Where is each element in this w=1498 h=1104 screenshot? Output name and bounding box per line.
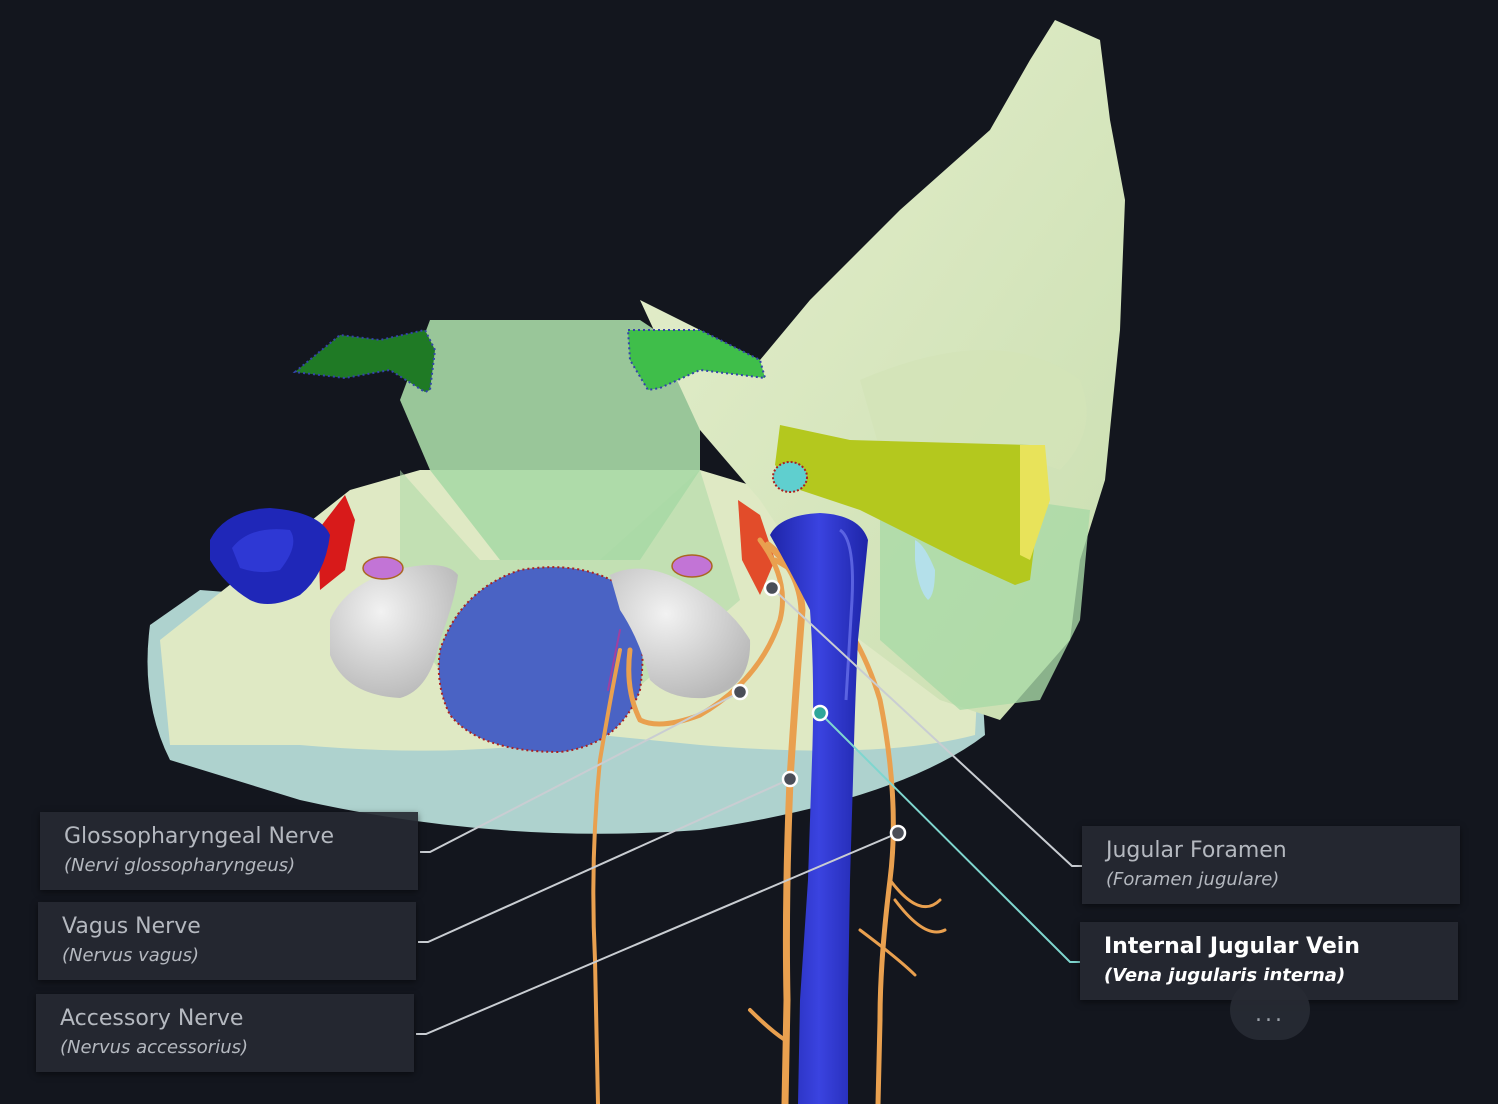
leader-internal-jugular-vein [819,712,1080,963]
label-common-name: Vagus Nerve [62,914,201,939]
label-vagus-nerve[interactable]: Vagus Nerve (Nervus vagus) [38,902,416,980]
label-common-name: Glossopharyngeal Nerve [64,824,335,849]
anchor-accessory [889,824,907,842]
anchor-vagus [781,770,799,788]
leader-vagus [418,778,791,943]
leader-jugular-foramen [771,587,1082,867]
left-condylar-canal [362,556,404,580]
right-hypoglossal-region [626,329,767,392]
label-internal-jugular-vein[interactable]: Internal Jugular Vein (Vena jugularis in… [1080,922,1458,1000]
nerve-branch-5 [607,629,621,691]
leader-anchors [731,579,907,842]
left-hypoglossal-region [292,328,437,394]
basilar-part [400,320,700,560]
temporal-ridge [860,350,1087,470]
right-condylar-canal [671,554,713,578]
leader-glossopharyngeal [420,691,741,853]
foramen-magnum [437,566,644,754]
internal-jugular-vein [770,513,868,1104]
tympanic-edge [1020,445,1050,560]
shading-detail [232,529,294,573]
right-occipital-condyle [610,568,751,699]
label-latin-name: (Nervi glossopharyngeus) [64,855,296,876]
label-jugular-foramen[interactable]: Jugular Foramen (Foramen jugulare) [1082,826,1460,904]
label-common-name: Jugular Foramen [1106,838,1287,863]
label-latin-name: (Foramen jugulare) [1106,869,1280,890]
anchor-glossopharyngeal [731,683,749,701]
left-occipital-condyle [330,565,458,698]
more-options-button[interactable]: ... [1230,980,1310,1040]
stylomastoid-foramen [772,461,808,493]
tympanic-part [775,425,1045,585]
label-glossopharyngeal-nerve[interactable]: Glossopharyngeal Nerve (Nervi glossophar… [40,812,418,890]
nerve-branch-3 [858,928,917,977]
styloid-process [915,540,935,600]
leader-lines [416,587,1082,1035]
label-latin-name: (Nervus vagus) [62,945,200,966]
leader-accessory [416,832,899,1035]
label-common-name: Accessory Nerve [60,1006,244,1031]
right-jugular-notch [738,500,775,595]
petrous-part [880,500,1090,710]
nerve-branch-4 [748,1008,787,1042]
nerve-branch-2 [893,898,947,934]
anchor-jugular-foramen [763,579,781,597]
nerve-branch-1 [888,878,942,909]
left-jugular-notch [318,495,355,590]
anchor-internal-jugular-vein [811,704,829,722]
label-accessory-nerve[interactable]: Accessory Nerve (Nervus accessorius) [36,994,414,1072]
label-common-name: Internal Jugular Vein [1104,934,1360,959]
hypoglossal-branch [591,648,622,1104]
shading-detail [839,528,854,701]
label-latin-name: (Nervus accessorius) [60,1037,248,1058]
vagus-nerve [764,541,806,1104]
